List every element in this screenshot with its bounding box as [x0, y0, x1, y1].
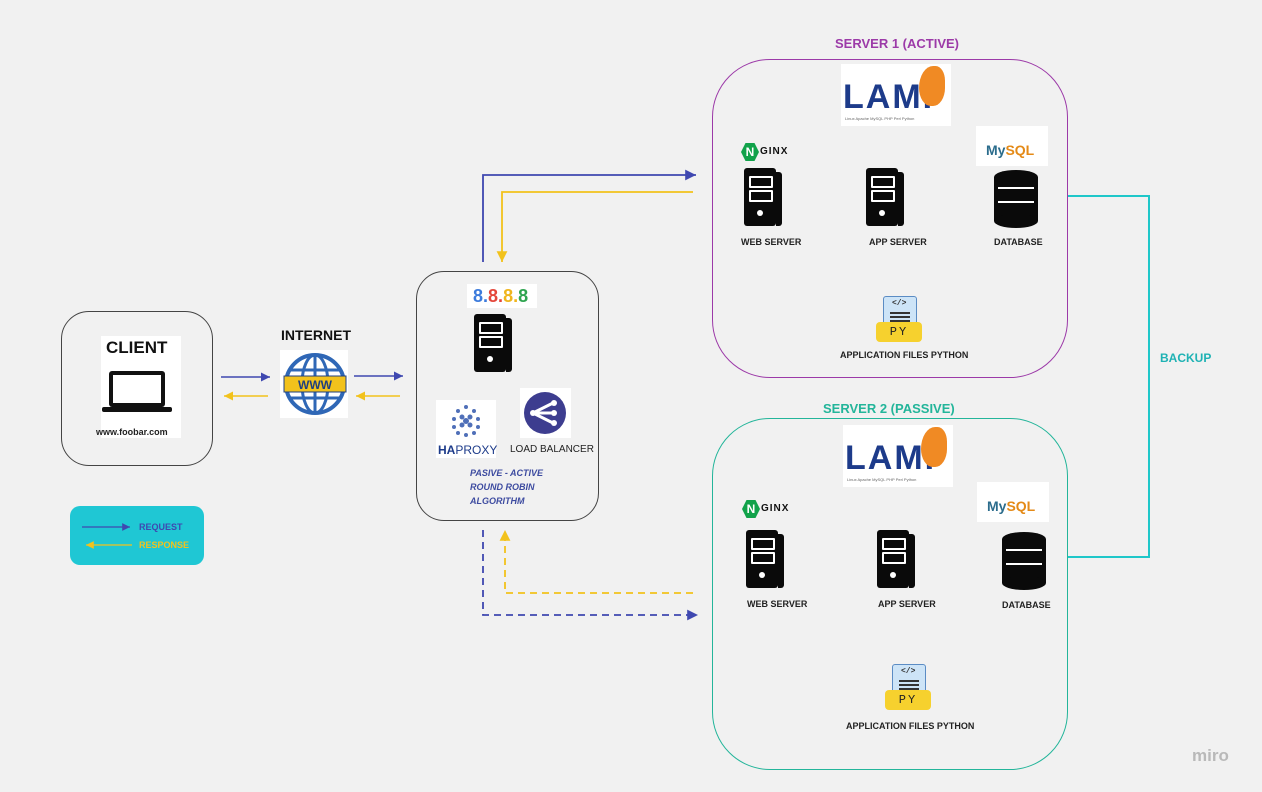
legend-request: REQUEST — [139, 522, 183, 532]
python-file-icon: </> PY — [885, 664, 935, 712]
client-title: CLIENT — [106, 338, 168, 357]
web-server-label: WEB SERVER — [741, 237, 802, 247]
internet-title: INTERNET — [281, 327, 351, 343]
application-files-label: APPLICATION FILES PYTHON — [846, 721, 975, 731]
client-domain: www.foobar.com — [96, 427, 168, 437]
load-balancer-label: LOAD BALANCER — [510, 444, 594, 455]
response-arrow — [496, 191, 693, 262]
app-server-label: APP SERVER — [869, 237, 927, 247]
mysql-logo: MySQL — [976, 126, 1048, 166]
python-file-icon: </> PY — [876, 296, 926, 344]
backup-label: BACKUP — [1160, 351, 1212, 365]
laptop-icon — [102, 371, 172, 412]
request-arrow — [482, 530, 698, 621]
legend-response: RESPONSE — [139, 540, 190, 550]
database-label: DATABASE — [994, 237, 1043, 247]
load-balancer-icon — [524, 392, 566, 434]
mysql-logo: MySQL — [977, 482, 1049, 522]
backup-connector — [1045, 195, 1150, 558]
web-server-label: WEB SERVER — [747, 599, 808, 609]
haproxy-icon — [452, 405, 480, 437]
www-text: WWW — [298, 378, 333, 392]
app-server-icon — [866, 168, 904, 226]
server2-node[interactable] — [712, 418, 1068, 770]
haproxy-logo-bg — [436, 400, 496, 458]
ip-bg — [467, 284, 537, 308]
legend — [70, 506, 204, 565]
request-arrow — [482, 169, 696, 262]
app-server-label: APP SERVER — [878, 599, 936, 609]
database-label: DATABASE — [1002, 600, 1051, 610]
server2-title: SERVER 2 (PASSIVE) — [823, 401, 955, 416]
miro-watermark: miro — [1192, 746, 1229, 765]
web-server-icon — [744, 168, 782, 226]
ip-address: 8.8.8.8 — [473, 286, 529, 306]
lb-server-icon — [474, 314, 512, 372]
globe-icon: WWW — [283, 353, 347, 415]
web-server-icon — [746, 530, 784, 588]
legend-arrows — [82, 523, 132, 549]
database-icon — [994, 170, 1038, 228]
server1-title: SERVER 1 (ACTIVE) — [835, 36, 960, 51]
response-arrow — [499, 530, 693, 594]
database-icon — [1002, 532, 1046, 590]
application-files-label: APPLICATION FILES PYTHON — [840, 350, 969, 360]
app-server-icon — [877, 530, 915, 588]
haproxy-label: HAPROXY — [438, 443, 498, 457]
